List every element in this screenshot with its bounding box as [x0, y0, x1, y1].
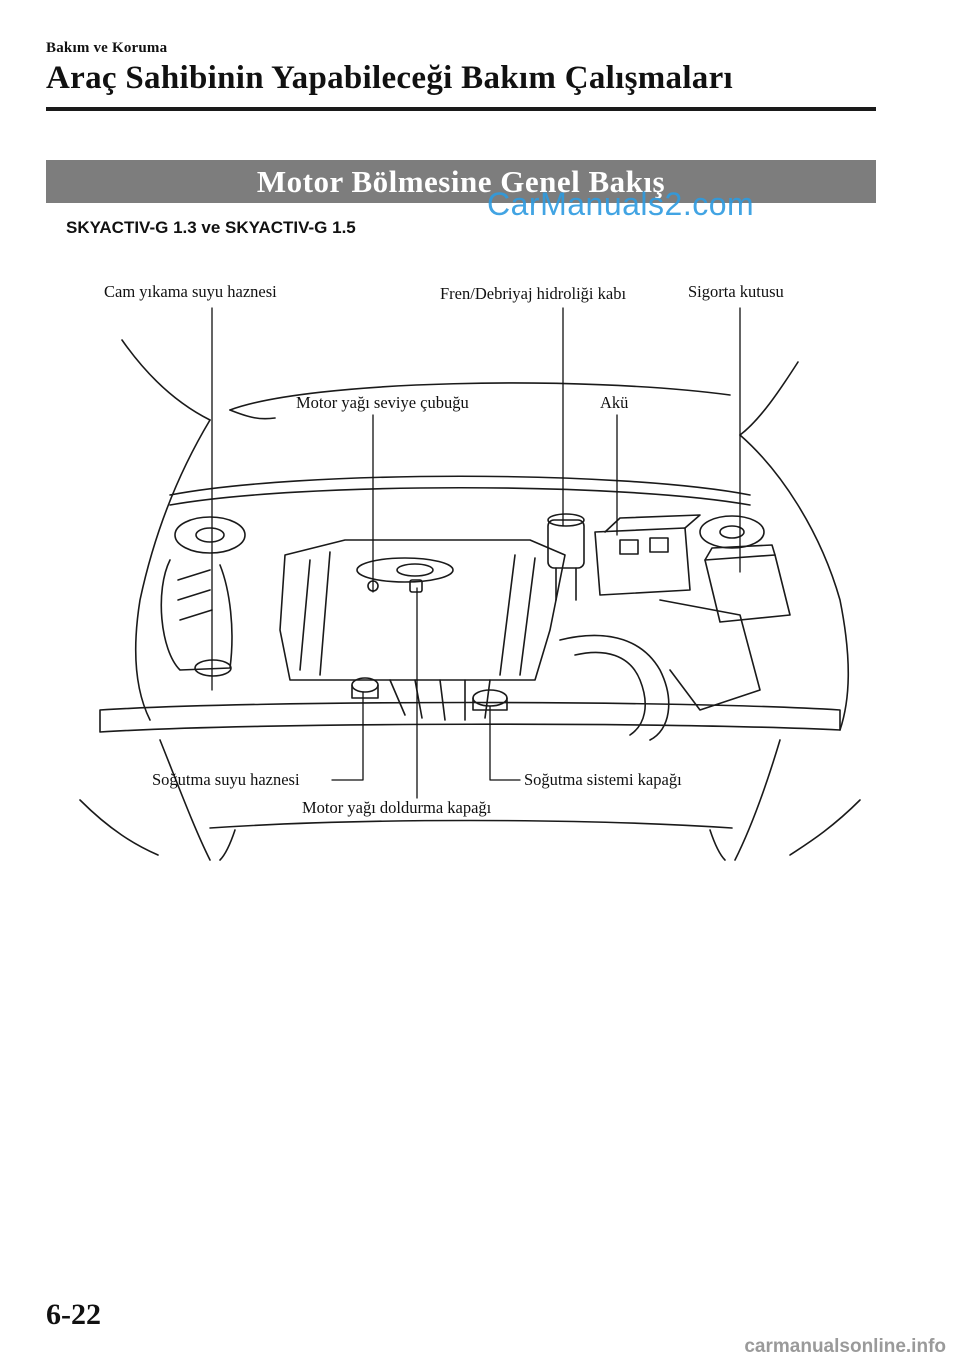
callout-coolant-cap: Soğutma sistemi kapağı: [524, 770, 682, 789]
page-number: 6-22: [46, 1298, 101, 1331]
callout-coolant-reservoir: Soğutma suyu haznesi: [152, 770, 300, 789]
watermark-bottom: carmanualsonline.info: [744, 1336, 946, 1357]
engine-bay-diagram: Cam yıkama suyu haznesi Fren/Debriyaj hi…: [60, 270, 880, 870]
callout-oil-filler-cap: Motor yağı doldurma kapağı: [302, 798, 492, 817]
callout-battery: Akü: [600, 393, 629, 412]
engine-bay-drawing: [79, 307, 861, 861]
section-banner: Motor Bölmesine Genel Bakış: [46, 160, 876, 203]
leader-coolant-cap: [489, 705, 521, 781]
callout-brake-fluid: Fren/Debriyaj hidroliği kabı: [440, 284, 627, 303]
callout-washer-reservoir: Cam yıkama suyu haznesi: [104, 282, 277, 301]
chapter-title: Araç Sahibinin Yapabileceği Bakım Çalışm…: [46, 60, 734, 96]
title-rule: [46, 107, 876, 111]
watermark-top: CarManuals2.com: [487, 186, 755, 222]
callout-fuse-box: Sigorta kutusu: [688, 282, 784, 301]
leader-coolant-reservoir: [331, 691, 364, 781]
engine-subtitle: SKYACTIV-G 1.3 ve SKYACTIV-G 1.5: [66, 218, 356, 237]
callout-oil-dipstick: Motor yağı seviye çubuğu: [296, 393, 469, 412]
breadcrumb: Bakım ve Koruma: [46, 40, 168, 56]
